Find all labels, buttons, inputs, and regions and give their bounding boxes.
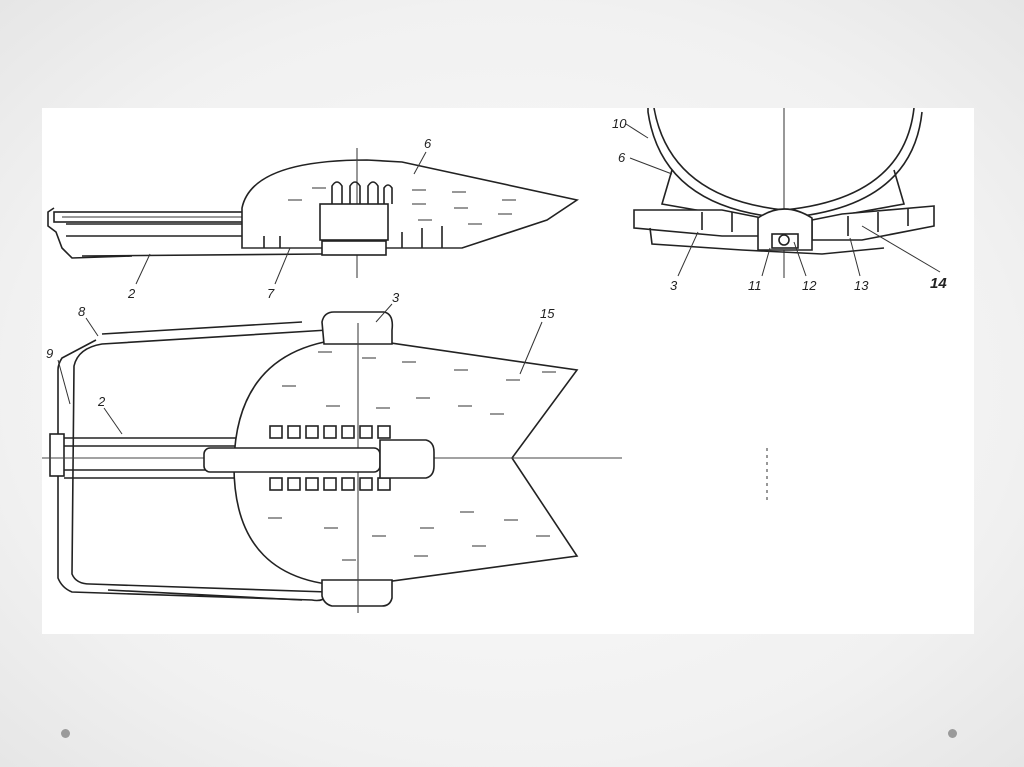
label-side-6: 6 xyxy=(424,136,432,151)
top-view: 8 3 15 9 2 xyxy=(42,290,622,613)
label-top-3: 3 xyxy=(392,290,400,305)
nav-dot-left-icon[interactable] xyxy=(61,729,70,738)
section-view: 10 6 3 11 12 13 14 xyxy=(612,107,947,293)
label-side-2: 2 xyxy=(127,286,136,301)
technical-drawing: 6 2 7 xyxy=(42,107,947,613)
top-clamp-bar xyxy=(203,447,381,473)
side-clamp xyxy=(319,203,389,241)
label-sec-6: 6 xyxy=(618,150,626,165)
technical-drawing-panel: 6 2 7 xyxy=(42,107,974,634)
side-view: 6 2 7 xyxy=(47,136,580,301)
label-top-15: 15 xyxy=(540,306,555,321)
label-sec-14: 14 xyxy=(930,275,947,292)
label-side-7: 7 xyxy=(267,286,275,301)
label-sec-13: 13 xyxy=(854,278,869,293)
label-sec-12: 12 xyxy=(802,278,817,293)
label-top-8: 8 xyxy=(78,304,86,319)
label-sec-3: 3 xyxy=(670,278,678,293)
label-top-2: 2 xyxy=(97,394,106,409)
section-bowl xyxy=(647,108,923,219)
side-rod-end xyxy=(47,207,133,259)
label-top-9: 9 xyxy=(46,346,53,361)
label-sec-11: 11 xyxy=(748,278,762,293)
side-body xyxy=(241,159,580,249)
nav-dot-right-icon[interactable] xyxy=(948,729,957,738)
label-sec-10: 10 xyxy=(612,116,627,131)
